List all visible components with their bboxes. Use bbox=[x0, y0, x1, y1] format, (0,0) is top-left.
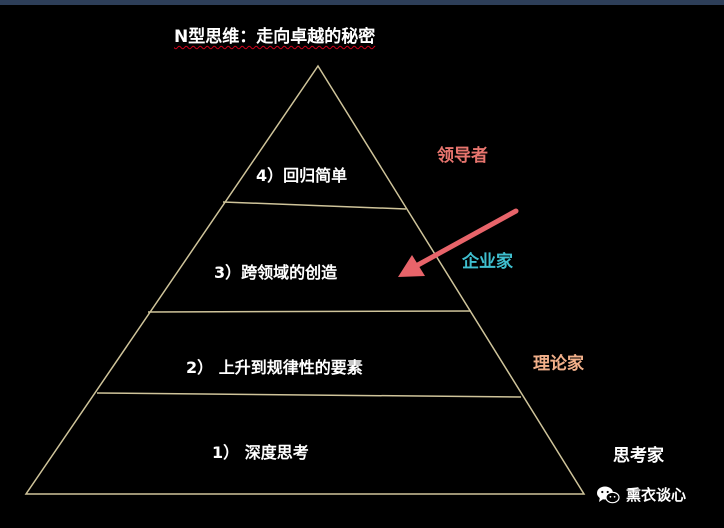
diagram-title: N型思维：走向卓越的秘密 bbox=[174, 27, 376, 47]
pointer-arrow-head bbox=[398, 255, 425, 277]
level-4-label: 4）回归简单 bbox=[256, 166, 348, 185]
level-2-label: 2） 上升到规律性的要素 bbox=[186, 358, 363, 377]
level-1-label: 1） 深度思考 bbox=[212, 443, 309, 462]
wechat-icon bbox=[597, 486, 620, 503]
role-entrepreneur-label: 企业家 bbox=[462, 252, 513, 272]
top-window-bar bbox=[0, 0, 724, 5]
watermark: 熏衣谈心 bbox=[596, 484, 686, 505]
divider-line-2-1 bbox=[96, 392, 522, 398]
role-leader-label: 领导者 bbox=[437, 146, 488, 166]
pyramid-outline bbox=[24, 64, 586, 495]
level-3-label: 3）跨领域的创造 bbox=[214, 263, 338, 282]
role-thinker-label: 思考家 bbox=[613, 446, 664, 466]
divider-line-4-3 bbox=[222, 201, 407, 210]
role-theorist-label: 理论家 bbox=[533, 354, 584, 374]
divider-line-3-2 bbox=[147, 310, 472, 313]
watermark-text: 熏衣谈心 bbox=[626, 486, 687, 504]
pointer-arrow-shaft bbox=[413, 208, 519, 269]
